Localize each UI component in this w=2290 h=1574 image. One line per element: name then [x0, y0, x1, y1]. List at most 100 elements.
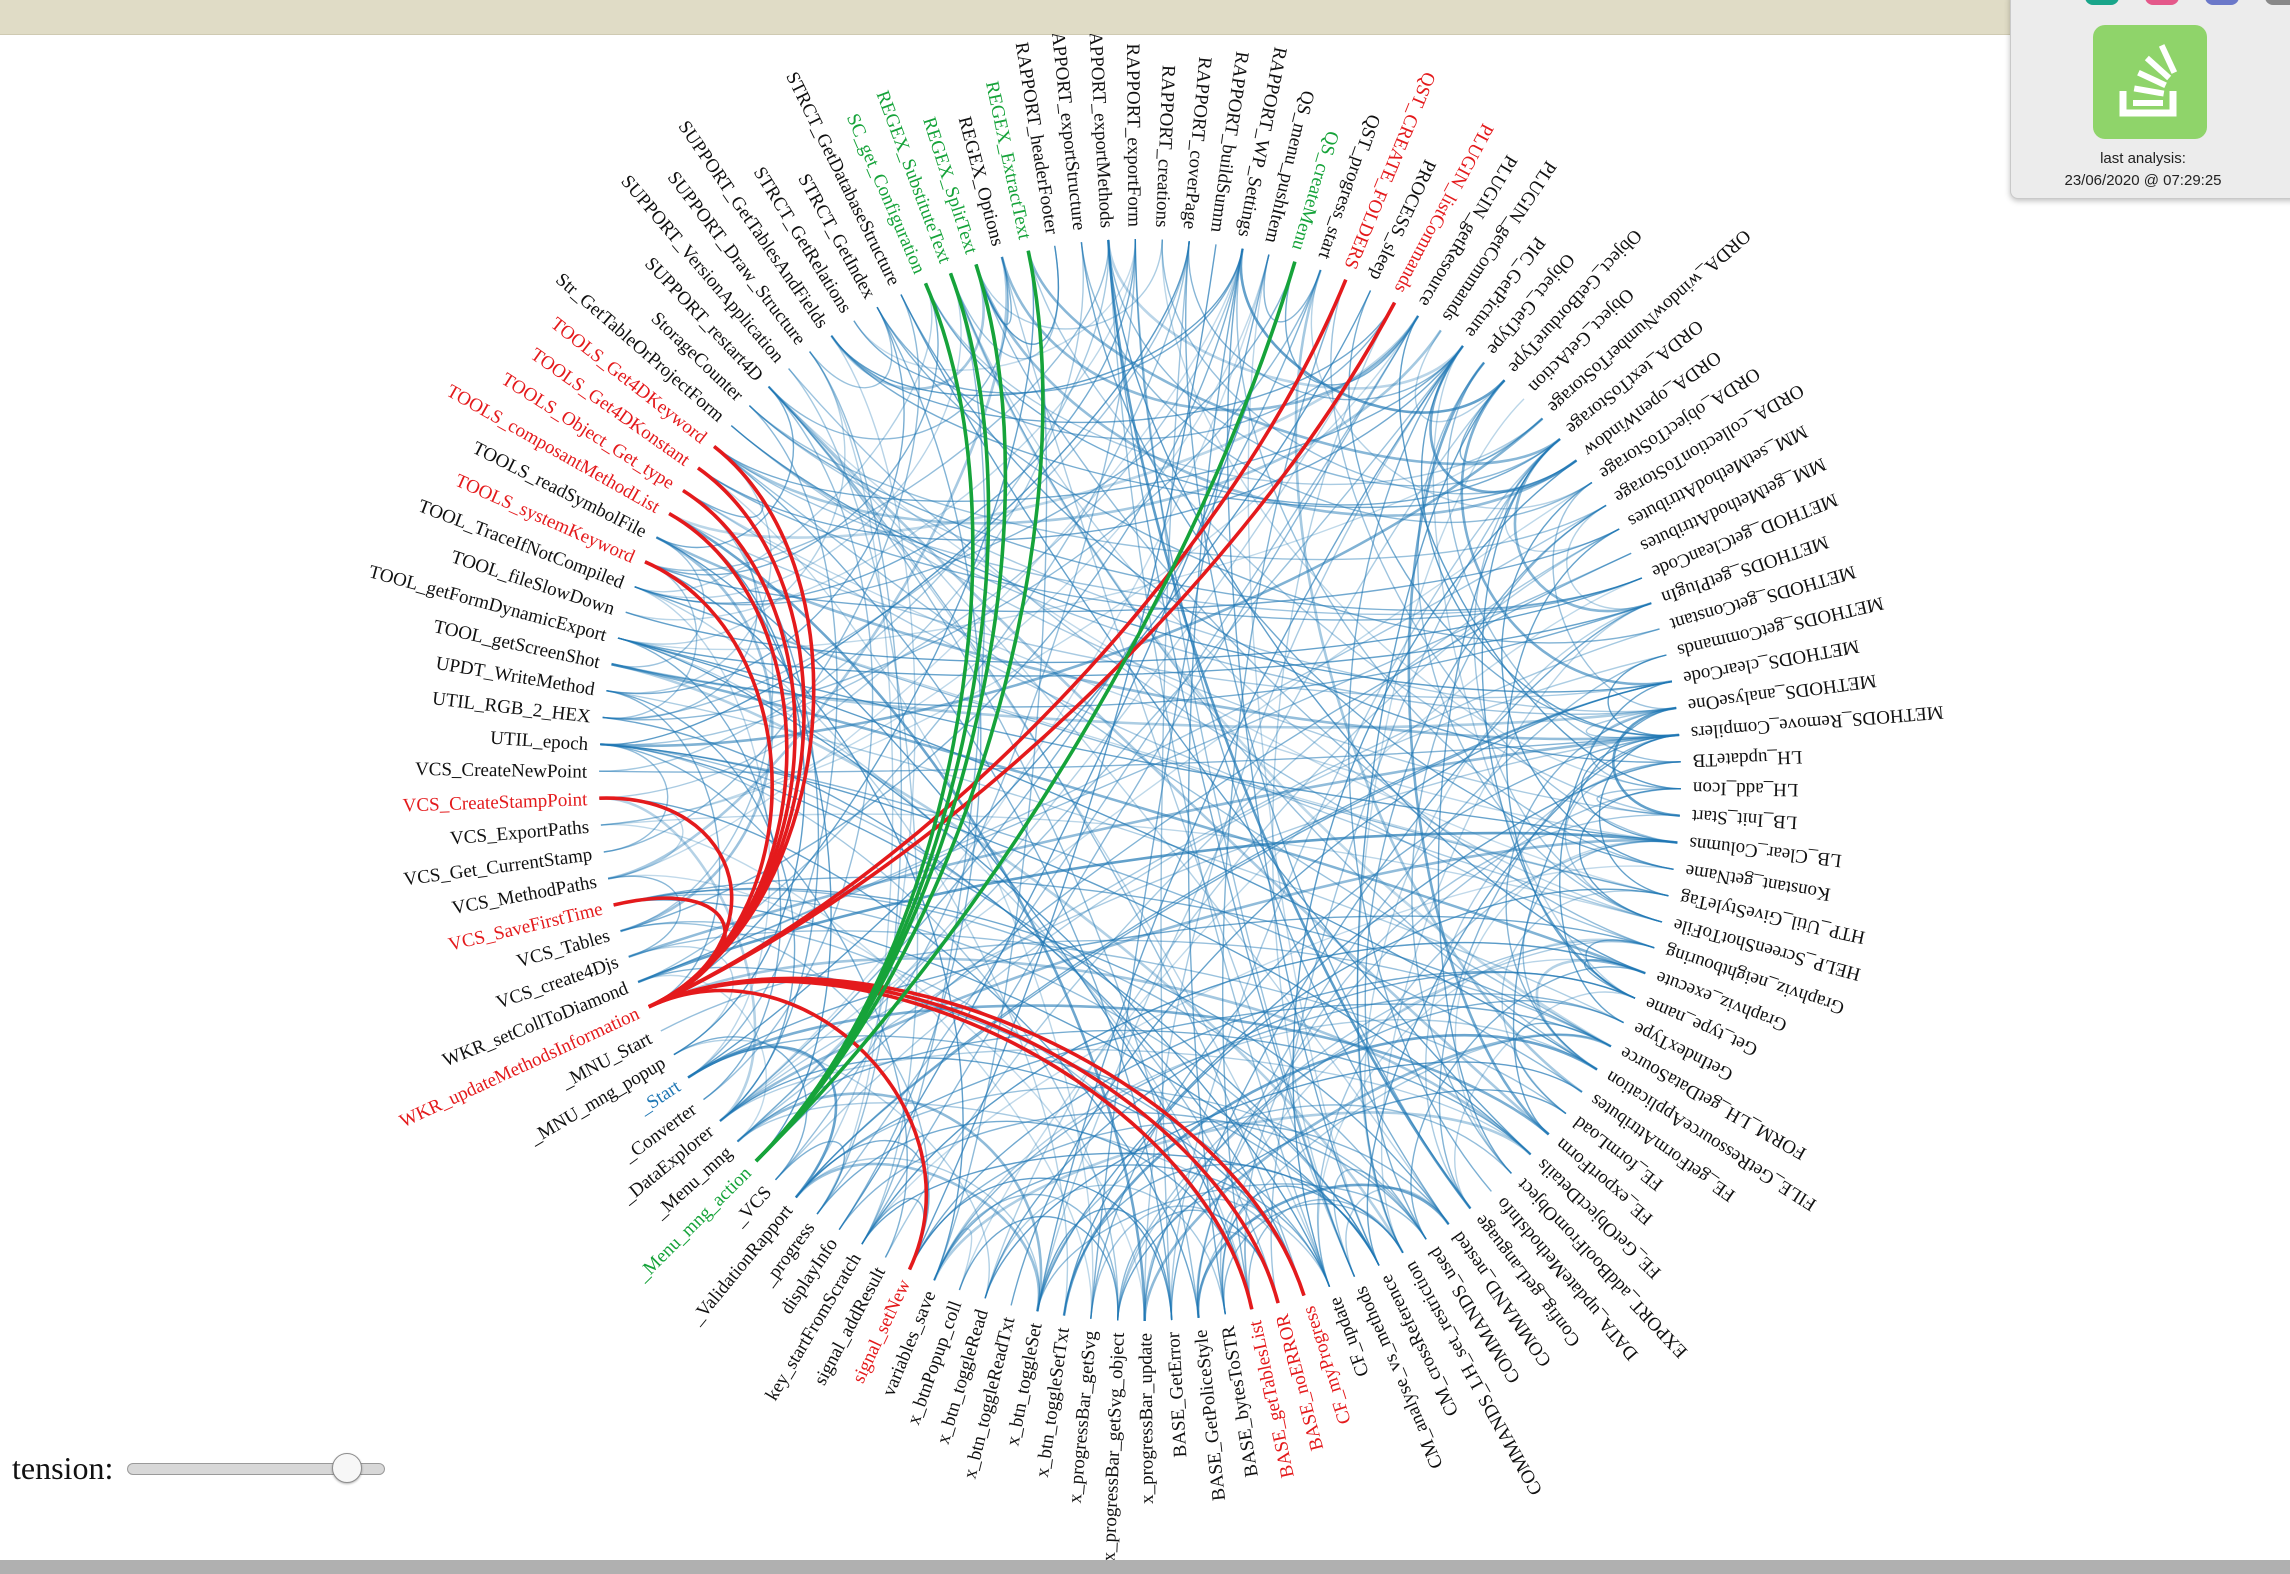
dependency-edge — [634, 261, 1296, 606]
dependency-edge — [634, 586, 1669, 897]
dependency-edge — [1188, 241, 1464, 401]
dependency-edge — [958, 1215, 1119, 1321]
dependency-edge — [600, 743, 908, 1258]
last-analysis-label: last analysis: — [2100, 150, 2186, 167]
dependency-edge — [748, 405, 1607, 561]
dependency-edge — [1584, 959, 1646, 999]
dependency-edge — [602, 269, 1322, 721]
dependency-edge — [795, 1086, 1427, 1240]
dependency-edge — [1270, 438, 1561, 1304]
dependency-edge — [600, 241, 1190, 746]
node-label[interactable]: BASE_GetError — [1163, 1331, 1191, 1458]
dependency-edge — [606, 690, 1624, 1024]
dependency-edge — [1410, 966, 1646, 1240]
dependency-edge — [809, 351, 894, 1215]
dependency-edge — [1585, 707, 1680, 739]
dependency-edge — [600, 743, 1279, 1304]
node-label[interactable]: VCS_CreateStampPoint — [402, 789, 588, 816]
node-label[interactable]: RAPPORT_exportForm — [1122, 43, 1145, 227]
dependency-edge — [628, 733, 1680, 959]
dependency-edge — [1459, 379, 1543, 463]
outgoing-dependency-edge — [648, 279, 1348, 1009]
dependency-edge — [713, 445, 1173, 1321]
dependency-edge — [1222, 958, 1646, 1315]
dependency-edge — [768, 386, 1331, 1287]
dependency-edge — [1424, 761, 1681, 1209]
dependency-edge — [1239, 248, 1506, 414]
node-label[interactable]: LH_add_Icon — [1692, 777, 1798, 800]
node-label[interactable]: LB_Init_Start — [1690, 805, 1797, 833]
dependency-edge — [697, 345, 1464, 541]
incoming-dependency-edge — [754, 250, 1045, 1163]
dependency-edge — [876, 302, 1396, 440]
outgoing-dependency-edge — [599, 796, 734, 1009]
panel-tab-teal[interactable] — [2085, 0, 2119, 5]
node-label[interactable]: VCS_CreateNewPoint — [415, 759, 588, 783]
dependency-edge — [620, 248, 1244, 932]
node-label[interactable]: RAPPORT_exportMethods — [1084, 34, 1117, 229]
dependency-edge — [1185, 241, 1471, 1209]
dependency-edge — [1036, 379, 1506, 1312]
horizontal-scrollbar[interactable] — [0, 1560, 2290, 1574]
dependency-edge — [1333, 1168, 1427, 1277]
stackoverflow-icon[interactable] — [2093, 25, 2207, 139]
dependency-edge — [613, 876, 1612, 1048]
dependency-edge — [1364, 504, 1607, 1240]
dependency-edge — [809, 351, 903, 1215]
panel-tab-gray[interactable] — [2265, 0, 2290, 5]
dependency-edge — [1317, 938, 1655, 1287]
dependency-edge — [1036, 1183, 1427, 1312]
dependency-edge — [611, 662, 1646, 975]
node-label[interactable]: VCS_ExportPaths — [449, 817, 590, 850]
dependency-edge — [933, 250, 1048, 1281]
dependency-edge — [1380, 602, 1652, 1254]
dependency-edge — [687, 915, 1655, 1079]
dependency-edge — [1036, 761, 1681, 1312]
tension-slider[interactable] — [127, 1452, 386, 1483]
dependency-edge — [634, 238, 1137, 604]
dependency-edge — [737, 345, 1464, 1143]
dependency-edge — [1107, 239, 1561, 487]
dependency-edge — [1438, 734, 1680, 1209]
dependency-edge — [1143, 345, 1464, 1322]
dependency-edge — [949, 273, 1663, 923]
dependency-edge — [656, 386, 795, 549]
dependency-edge — [1522, 840, 1678, 1071]
dependency-edge — [838, 1111, 1427, 1240]
dependency-edge — [1027, 250, 1680, 817]
dependency-edge — [644, 283, 939, 576]
dependency-edge — [1501, 890, 1669, 1115]
dependency-edge — [900, 294, 1681, 763]
dependency-edge — [713, 329, 1442, 525]
panel-tab-pink[interactable] — [2145, 0, 2179, 5]
dependency-edge — [830, 335, 1577, 509]
dependency-edge — [682, 489, 1678, 844]
incoming-dependency-edge — [754, 263, 1008, 1163]
node-label[interactable]: UTIL_epoch — [490, 728, 590, 755]
dependency-edge — [673, 1039, 990, 1299]
dependency-edge — [628, 946, 734, 1056]
dependency-edge — [1170, 602, 1652, 1321]
dependency-chord-diagram: _ValidationRapport_VCS_Menu_mng_action_M… — [366, 34, 1944, 1560]
dependency-edge — [1143, 999, 1624, 1322]
dependency-edge — [600, 743, 1380, 1266]
panel-tab-blue[interactable] — [2205, 0, 2239, 5]
node-label[interactable]: RAPPORT_coverPage — [1179, 56, 1216, 230]
node-label[interactable]: RAPPORT_creations — [1151, 65, 1179, 228]
dependency-edge — [713, 345, 1464, 502]
dependency-edge — [602, 241, 1190, 720]
dependency-edge — [1348, 290, 1680, 737]
last-analysis-date: 23/06/2020 @ 07:29:25 — [2064, 172, 2222, 189]
dependency-edge — [908, 1177, 1173, 1321]
panel-tabs — [2085, 0, 2290, 5]
tension-slider-thumb[interactable] — [331, 1452, 362, 1483]
node-label[interactable]: LH_updateTB — [1692, 746, 1802, 771]
dependency-edge — [1010, 680, 1673, 1306]
node-label[interactable]: x_progressBar_update — [1135, 1333, 1157, 1504]
outgoing-dependency-edge — [648, 988, 929, 1271]
dependency-edge — [1090, 1205, 1279, 1319]
dependency-edge — [1356, 379, 1506, 1254]
dependency-edge — [1117, 939, 1655, 1321]
node-label[interactable]: x_progressBar_getSvg_object — [1099, 1331, 1129, 1560]
dependency-edge — [600, 743, 669, 853]
